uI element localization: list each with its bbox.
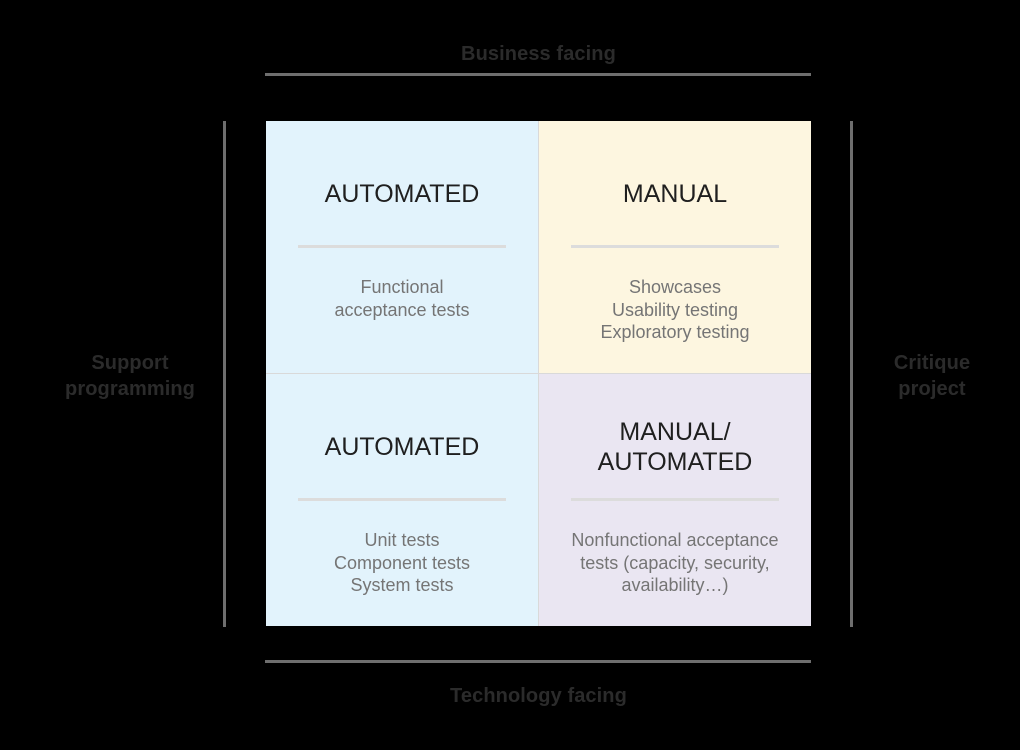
axis-label-technology-facing: Technology facing (450, 685, 627, 707)
quadrant-divider (571, 498, 779, 501)
quadrant-body: Unit tests Component tests System tests (333, 530, 471, 595)
quadrant-bottom-right[interactable]: MANUAL/ AUTOMATED Nonfunctional acceptan… (539, 374, 811, 626)
axis-rule-bottom (265, 660, 811, 663)
quadrant-divider (298, 245, 506, 248)
axis-rule-left (223, 121, 226, 627)
axis-rule-right (850, 121, 853, 627)
quadrant-title: MANUAL (622, 180, 728, 208)
quadrant-top-left[interactable]: AUTOMATED Functional acceptance tests (266, 121, 538, 373)
axis-rule-top (265, 73, 811, 76)
quadrant-title: MANUAL/ AUTOMATED (597, 418, 753, 476)
quadrant-divider (298, 498, 506, 501)
quadrant-title: AUTOMATED (324, 433, 480, 461)
quadrant-bottom-left[interactable]: AUTOMATED Unit tests Component tests Sys… (266, 374, 538, 626)
quadrant-divider (571, 245, 779, 248)
axis-label-support-programming: Support programming (65, 352, 195, 400)
quadrant-body: Nonfunctional acceptance tests (capacity… (571, 530, 779, 595)
quadrant-title: AUTOMATED (324, 180, 480, 208)
quadrant-grid: AUTOMATED Functional acceptance tests MA… (266, 121, 811, 626)
axis-label-business-facing: Business facing (461, 43, 616, 65)
quadrant-body: Functional acceptance tests (334, 277, 470, 320)
quadrant-body: Showcases Usability testing Exploratory … (600, 277, 750, 342)
quadrant-top-right[interactable]: MANUAL Showcases Usability testing Explo… (539, 121, 811, 373)
axis-label-critique-project: Critique project (893, 352, 971, 400)
